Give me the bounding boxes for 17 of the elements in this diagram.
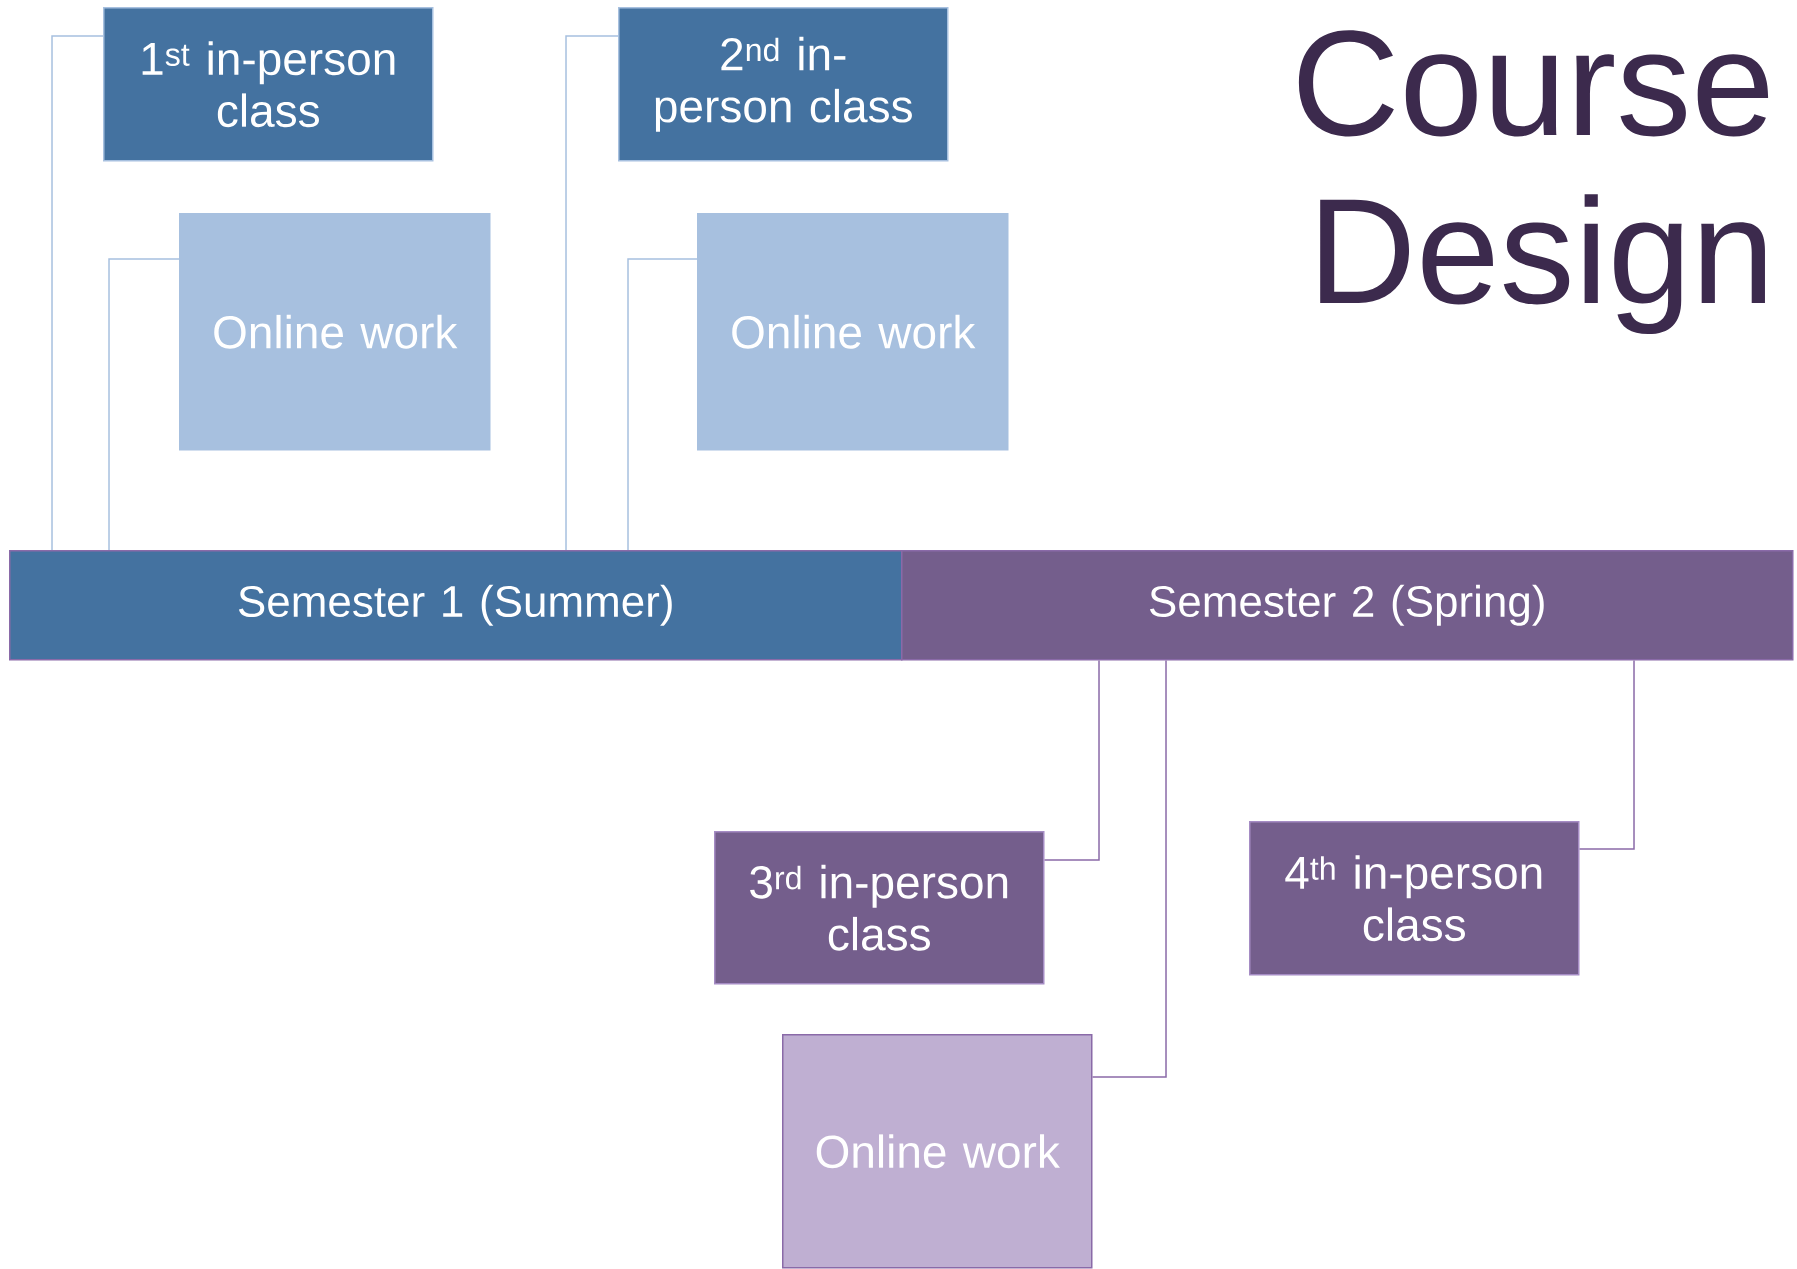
title: Course Design [1298,30,1769,335]
class-box: 4$^{th}$ in-person class [1249,821,1580,976]
semester-bar: Semester 1 (Summer) [9,550,903,661]
online-work-box: Online work [782,1034,1093,1269]
connector-line [51,35,104,551]
online-work-box: Online work [697,213,1009,451]
connector-line [1091,659,1167,1078]
class-box: 3$^{rd}$ in-person class [714,831,1045,985]
semester-bar: Semester 2 (Spring) [901,550,1794,661]
online-work-box: Online work [179,213,491,451]
class-box: 1$^{st}$ in-person class [103,7,434,162]
connector-line [1043,659,1100,861]
connector-line [627,258,698,551]
class-box: 2$^{nd}$ in-person class [618,7,949,162]
connector-line [1578,659,1635,850]
connector-line [565,35,619,551]
connector-line [108,258,180,551]
